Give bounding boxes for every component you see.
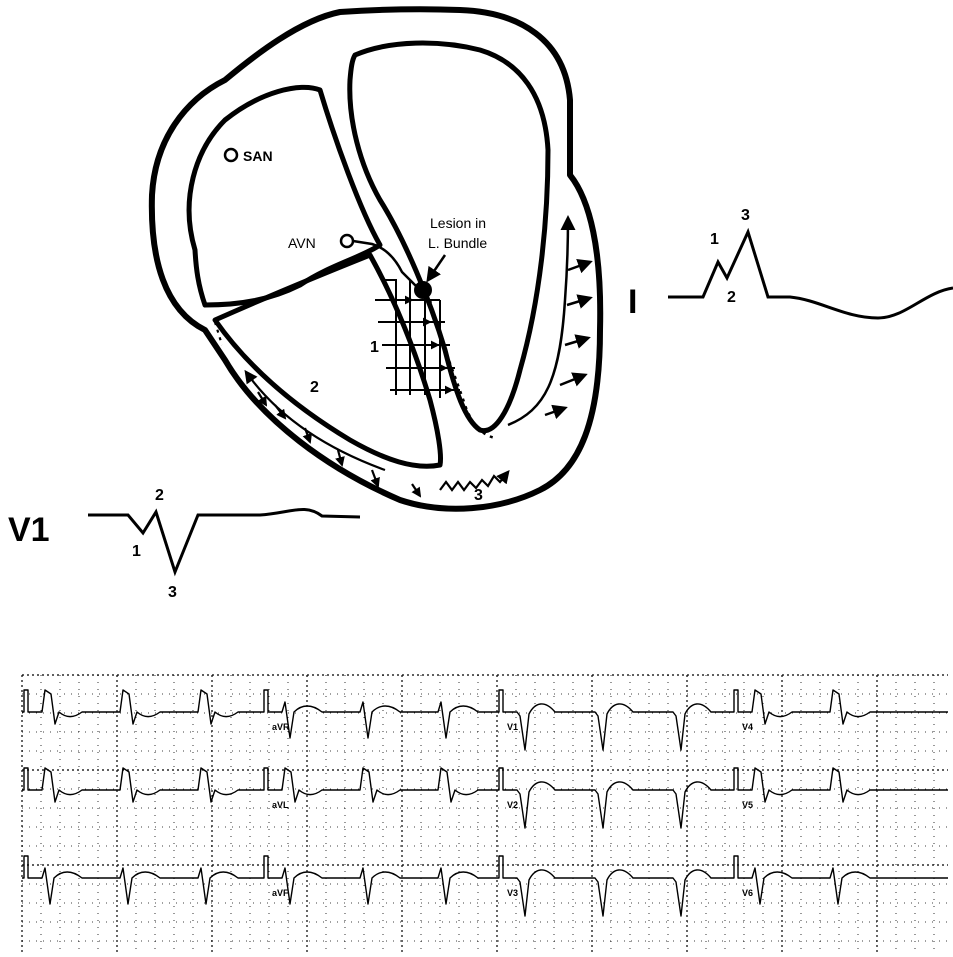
ecg-lead-label: aVF xyxy=(272,888,289,898)
lesion-pointer-arrow xyxy=(428,255,445,280)
lead-i-label: I xyxy=(628,283,637,321)
avn-label: AVN xyxy=(288,235,316,251)
ecg-lead-label: V1 xyxy=(507,722,518,732)
san-node: SAN xyxy=(225,148,273,164)
ecg-lead-label: V4 xyxy=(742,722,753,732)
lead-i-wave-1-label: 1 xyxy=(710,231,719,248)
lead-v1-wave-1-label: 1 xyxy=(132,543,141,560)
lead-i-wave-3-label: 3 xyxy=(741,207,750,224)
ecg-lead-label: V3 xyxy=(507,888,518,898)
step-3-label: 3 xyxy=(474,487,483,504)
step-2-label: 2 xyxy=(310,379,319,396)
ecg-12-lead-strip: aVR V1 V4 aVL V2 V5 aVF V3 V6 xyxy=(22,675,948,955)
lead-i-wave-2-label: 2 xyxy=(727,289,736,306)
step-1-label: 1 xyxy=(370,339,379,356)
right-ventricle-chamber xyxy=(215,255,441,466)
heart-diagram xyxy=(152,9,600,509)
lead-v1-trace xyxy=(88,509,360,572)
ecg-row-trace xyxy=(22,690,948,750)
san-label: SAN xyxy=(243,148,273,164)
ecg-lead-label: V5 xyxy=(742,800,753,810)
ecg-grid xyxy=(22,675,948,955)
rv-activation-arrows xyxy=(215,322,420,496)
lead-v1-waveform: V1 2 1 3 xyxy=(8,487,360,601)
lesion-marker xyxy=(414,281,432,299)
lead-v1-wave-3-label: 3 xyxy=(168,584,177,601)
lv-activation-arrows xyxy=(508,218,590,425)
ecg-traces xyxy=(22,690,948,916)
lead-v1-label: V1 xyxy=(8,511,50,549)
ecg-row-trace xyxy=(22,856,948,916)
lead-i-waveform: I 1 2 3 xyxy=(628,207,953,321)
ecg-lead-label: aVL xyxy=(272,800,289,810)
ecg-row-trace xyxy=(22,768,948,828)
ecg-lead-label: aVR xyxy=(272,722,290,732)
ecg-lead-label: V2 xyxy=(507,800,518,810)
septal-activation-arrows xyxy=(375,280,460,398)
lesion-label-line1: Lesion in xyxy=(430,215,486,231)
lesion-label-line2: L. Bundle xyxy=(428,235,487,251)
lead-v1-wave-2-label: 2 xyxy=(155,487,164,504)
ecg-lead-label: V6 xyxy=(742,888,753,898)
heart-outer-wall xyxy=(152,9,600,509)
